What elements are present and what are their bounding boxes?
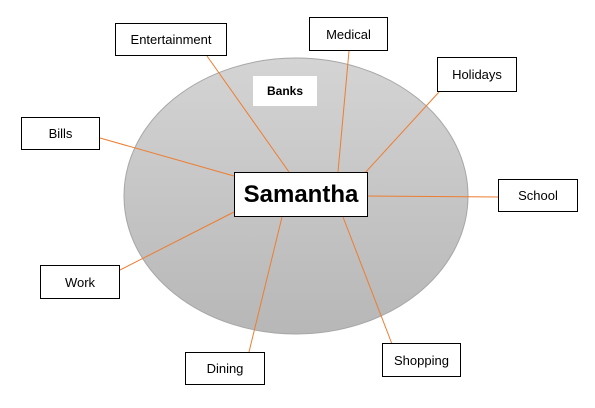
connector-lines: [99, 50, 501, 353]
node-entertainment: Entertainment: [115, 23, 227, 56]
node-shopping: Shopping: [382, 343, 461, 377]
connector-school: [367, 195, 501, 198]
node-work: Work: [40, 265, 120, 299]
banks-label: Banks: [253, 76, 317, 106]
connector-entertainment: [206, 55, 290, 173]
connector-shopping: [342, 216, 393, 345]
connector-dining: [248, 216, 283, 353]
node-holidays: Holidays: [437, 57, 517, 92]
connector-bills: [99, 137, 235, 177]
connector-work: [119, 211, 235, 271]
connector-medical: [337, 50, 350, 173]
center-node-samantha: Samantha: [234, 172, 368, 217]
node-dining: Dining: [185, 352, 265, 385]
node-bills: Bills: [21, 117, 100, 150]
connector-holidays: [363, 91, 440, 175]
node-medical: Medical: [309, 17, 388, 51]
node-school: School: [498, 179, 578, 212]
